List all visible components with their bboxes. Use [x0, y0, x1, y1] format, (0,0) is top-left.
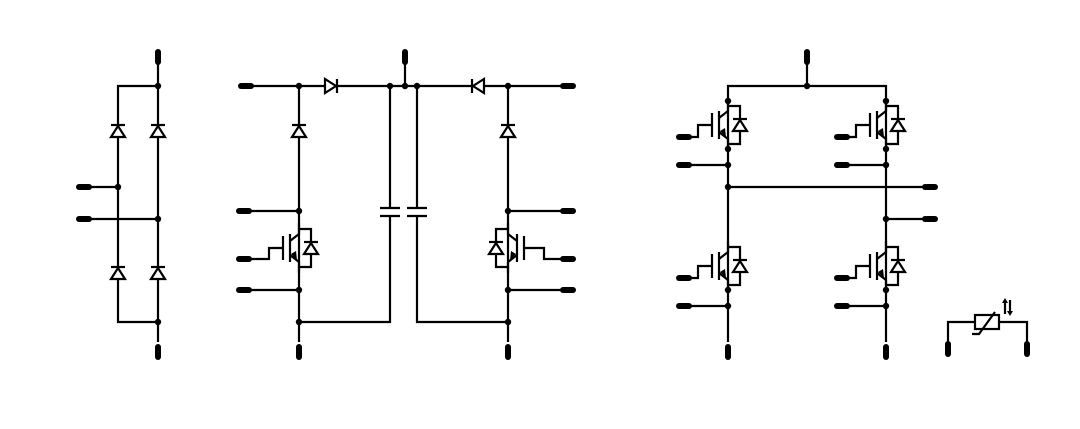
ntc-slash — [972, 311, 996, 336]
diode-body — [470, 76, 486, 96]
igbt-emitter-arrow — [878, 269, 884, 278]
igbt-collector — [718, 241, 730, 260]
junction-dot — [295, 286, 303, 294]
diode-symbol — [323, 76, 339, 96]
wire — [116, 84, 158, 324]
junction-dot — [882, 145, 890, 153]
junction-dot — [504, 207, 512, 215]
diode-body — [289, 123, 309, 139]
junction-dot — [882, 97, 890, 105]
diode-symbol — [289, 123, 309, 139]
junction-dot — [504, 318, 512, 326]
igbt-diode-body — [486, 240, 506, 256]
igbt-collector — [876, 241, 888, 260]
igbt-collector — [289, 223, 301, 242]
junction-dot — [413, 82, 421, 90]
diode-body — [108, 123, 128, 139]
wire — [415, 86, 508, 324]
junction-dot — [154, 318, 162, 326]
igbt-symbol — [710, 100, 750, 150]
junction-dot — [724, 183, 732, 191]
igbt-emitter-arrow — [720, 128, 726, 137]
igbt-emitter-arrow — [720, 269, 726, 278]
junction-dot — [295, 207, 303, 215]
diode-symbol — [470, 76, 486, 96]
junction-dot — [724, 286, 732, 294]
components — [108, 76, 1013, 336]
junction-dot — [724, 161, 732, 169]
junction-dot — [386, 82, 394, 90]
terminal-pins[interactable] — [76, 49, 1030, 360]
diode-body — [148, 265, 168, 281]
junction-dot — [882, 286, 890, 294]
junction-dot — [504, 286, 512, 294]
igbt-emitter — [506, 254, 518, 273]
junction-dot — [154, 215, 162, 223]
wire — [999, 320, 1029, 342]
igbt-diode-body — [301, 240, 321, 256]
ntc-thermistor-symbol — [972, 298, 1013, 336]
diode-symbol — [108, 265, 128, 281]
wire — [524, 246, 568, 261]
igbt-emitter-arrow — [291, 251, 297, 260]
diode-symbol — [148, 123, 168, 139]
junction-dot — [882, 302, 890, 310]
junction-dot — [724, 302, 732, 310]
wire — [946, 320, 975, 342]
igbt-emitter-arrow — [510, 251, 516, 260]
ntc-arrow-up-head — [1002, 298, 1008, 303]
wire — [299, 86, 392, 324]
diode-symbol — [148, 265, 168, 281]
igbt-diode-body — [730, 117, 750, 133]
junction-dot — [724, 145, 732, 153]
junction-dot — [724, 97, 732, 105]
capacitor-gap — [380, 208, 400, 216]
igbt-collector — [506, 223, 518, 242]
igbt-symbol — [868, 241, 908, 291]
junction-dot — [295, 82, 303, 90]
igbt-symbol — [281, 223, 321, 273]
capacitor-symbol — [407, 206, 427, 218]
junction-dot — [295, 318, 303, 326]
igbt-diode-body — [888, 117, 908, 133]
capacitor-gap — [407, 208, 427, 216]
diode-symbol — [498, 123, 518, 139]
diode-body — [108, 265, 128, 281]
igbt-symbol — [710, 241, 750, 291]
junction-dot — [882, 215, 890, 223]
capacitor-symbol — [380, 206, 400, 218]
igbt-diode-body — [730, 258, 750, 274]
junction-dot — [882, 161, 890, 169]
diode-symbol — [108, 123, 128, 139]
igbt-emitter-arrow — [878, 128, 884, 137]
diode-body — [323, 76, 339, 96]
igbt-emitter — [289, 254, 301, 273]
junction-dot — [401, 82, 409, 90]
igbt-symbol — [486, 223, 526, 273]
igbt-diode-body — [888, 258, 908, 274]
diode-body — [498, 123, 518, 139]
wire — [244, 246, 283, 261]
junction-dot — [504, 82, 512, 90]
junction-dot — [114, 183, 122, 191]
junction-dots — [114, 82, 890, 326]
ntc-arrow-down-head — [1007, 311, 1013, 316]
diode-body — [148, 123, 168, 139]
junction-dot — [154, 82, 162, 90]
junction-dot — [803, 82, 811, 90]
igbt-symbol — [868, 100, 908, 150]
